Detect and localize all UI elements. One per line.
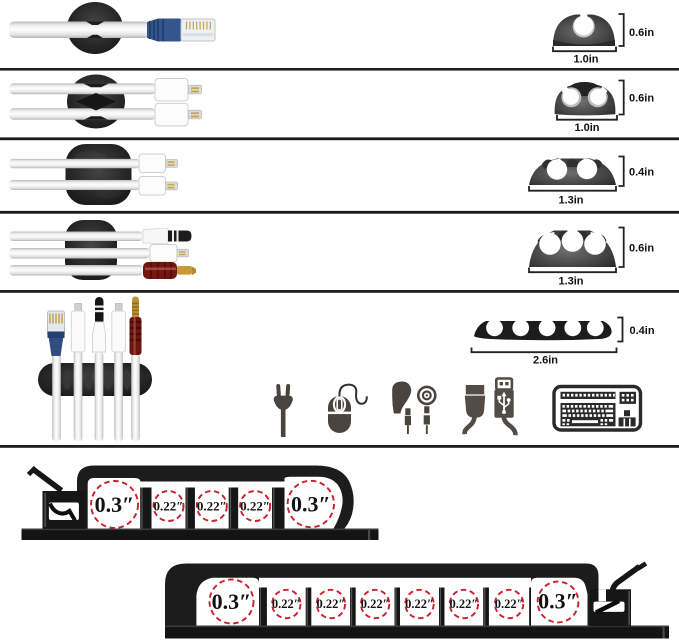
svg-text:0.22″: 0.22″: [317, 597, 346, 611]
svg-text:0.22″: 0.22″: [361, 597, 390, 611]
svg-text:0.22″: 0.22″: [197, 499, 227, 514]
svg-text:0.6in: 0.6in: [629, 243, 654, 255]
svg-text:0.22″: 0.22″: [272, 597, 301, 611]
svg-text:0.6in: 0.6in: [629, 27, 654, 39]
svg-text:0.22″: 0.22″: [405, 597, 434, 611]
svg-text:2.6in: 2.6in: [533, 355, 558, 367]
svg-text:0.22″: 0.22″: [240, 499, 270, 514]
svg-text:1.0in: 1.0in: [574, 122, 599, 134]
svg-text:1.0in: 1.0in: [573, 54, 598, 66]
svg-text:0.4in: 0.4in: [629, 167, 654, 179]
svg-text:0.22″: 0.22″: [154, 499, 184, 514]
svg-text:0.22″: 0.22″: [450, 597, 479, 611]
svg-text:0.4in: 0.4in: [630, 325, 655, 337]
svg-text:0.3″: 0.3″: [538, 589, 578, 614]
svg-text:0.3″: 0.3″: [95, 492, 135, 517]
svg-text:0.22″: 0.22″: [495, 597, 524, 611]
svg-text:0.3″: 0.3″: [212, 589, 252, 614]
svg-text:0.3″: 0.3″: [291, 492, 331, 517]
svg-text:0.6in: 0.6in: [629, 93, 654, 105]
svg-text:1.3in: 1.3in: [558, 276, 583, 288]
svg-text:1.3in: 1.3in: [558, 195, 583, 207]
